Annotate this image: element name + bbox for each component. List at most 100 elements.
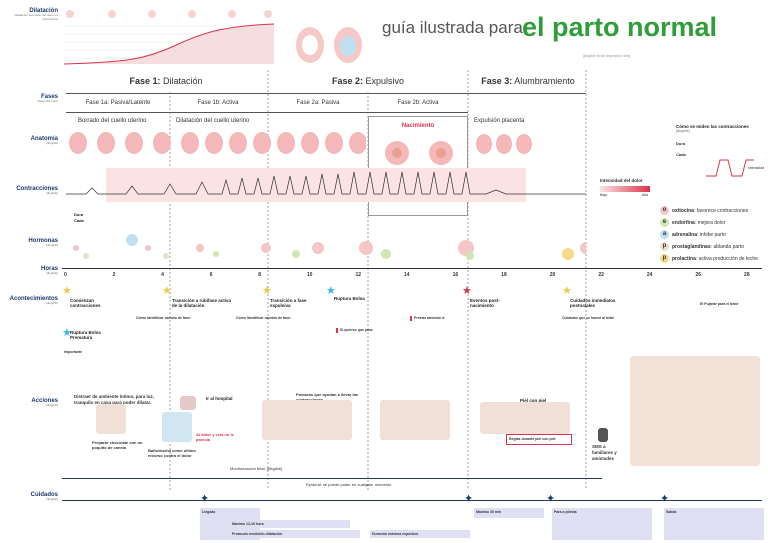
event-comienzan: Comienzan contracciones [70,298,101,308]
row-label-contracciones: Contracciones[illegible] [16,186,58,195]
row-label-cuidados: Cuidados[illegible] [30,492,58,501]
hour-tick: 16 [452,272,459,278]
action-distraer: Distraer de ambiente íntimo, para luz, t… [74,394,155,405]
row-label-anatomia: Anatomía[illegible] [30,136,58,145]
action-dolor: Al dolor y vela no le parecía [196,432,234,443]
star-icon: ★ [62,327,72,339]
hours-axis [62,268,762,269]
action-chocolate: Preparar chocolate con un poquito de can… [92,440,143,451]
bottom-line [62,478,602,479]
action-reglas: Reglas durante piel con piel [506,434,572,445]
illustration-birth [380,400,450,440]
hour-tick: 28 [744,272,750,278]
phase-2: Fase 2: Expulsivo [331,76,405,86]
star-icon: ★ [462,285,472,297]
care-note-3: Si quieres que pase [336,328,406,333]
star-icon: ✦ [200,493,210,505]
hour-tick: 6 [209,272,213,278]
anatomy-label-dilatacion: Dilatación del cuello uterino [176,118,250,124]
star-icon: ★ [162,285,172,297]
care-note-1: Cómo identificar cambio de fase: [136,316,192,320]
hour-tick: 8 [258,272,262,278]
bottom-duracion: Duración máxima expulsivo [370,530,470,538]
star-icon: ✦ [660,493,670,505]
subphase-2a: Fase 2a: Pasiva [296,100,340,106]
subphase-1b: Fase 1b: Activa [197,100,239,106]
event-ruptura-prematura: Ruptura Bolsa Prematura [70,330,101,340]
contractions-chart [66,164,586,206]
star-icon: ★ [326,285,336,297]
phase-3: Fase 3: Alumbramiento [481,76,575,86]
action-nutrition: Monitorización fetal: [illegible] [230,466,283,471]
care-note-7: El Pujante para el bebé [700,302,739,306]
subphase-2b: Fase 2b: Activa [397,100,439,106]
hormones-row [66,234,592,264]
row-label-acontecimientos: Acontecimientos[illegible] [9,296,58,305]
bottom-protocolo: Protocolo medición dilatación [230,530,360,538]
hormone-circle-a: a [660,230,669,239]
epidural-note: Epidural: se puede poder en cualquier mo… [306,482,392,487]
hour-tick: 2 [112,272,116,278]
pain-low: Baja [600,193,608,197]
bottom-maximo: Máximo 12-16 hora [230,520,350,528]
hour-tick: 22 [598,272,604,278]
anatomy-illustrations [66,130,367,156]
contraction-info: Cómo se miden las contracciones [illegib… [676,124,764,177]
placenta-illustrations [474,132,534,156]
event-transicion-expulsiva: Transición a fase expulsiva [270,298,307,308]
illustration-skin [480,402,570,434]
event-post-nacimiento: Eventos post-nacimiento [470,298,500,308]
row-label-acciones: Acciones[illegible] [31,398,58,407]
pain-label: Intensidad del dolor [600,178,643,183]
hour-tick: 24 [646,272,653,278]
uterus-illustration [290,20,370,70]
hour-tick: 0 [64,272,67,278]
event-ruptura-bolsa: Ruptura Bolsa [334,296,365,301]
pain-high: Alta [642,193,649,197]
illustration-bath [162,412,192,442]
hormone-circle-o: o [660,206,669,215]
action-piel-con-piel: Piel con piel [520,398,547,403]
action-sms: SMS a familiares y amistades [592,444,617,461]
intro-text: [illegible small description text] [583,54,631,58]
event-transicion-activa: Transición a rubifase activa de la dilat… [172,298,232,308]
illustration-breastfeeding [630,356,760,466]
row-label-hormonas: Hormonas[illegible] [28,238,58,247]
subphase-1a: Fase 1a: Pasiva/Latente [85,100,151,106]
action-hospital: Ir al hospital [206,396,233,401]
pain-gradient [600,186,650,192]
title-prefix: guía ilustrada para [382,18,523,37]
row-label-horas: Horas[illegible] [40,266,58,275]
hormone-circle-p2: p [660,254,669,263]
care-note-4: Prestar atención a [410,316,474,321]
care-timeline [62,500,762,501]
star-icon: ✦ [546,493,556,505]
action-posturas: Posturas que ayudan a llevar las contrac… [296,392,359,402]
care-note-6: Importante [64,350,83,354]
action-bano: Baño/ducha como último recurso contra el… [148,448,196,459]
hour-tick: 26 [695,272,702,278]
hour-tick: 12 [355,272,361,278]
dilatation-chart [63,6,275,66]
subphase-line [66,112,468,113]
hour-tick: 18 [501,272,507,278]
phase-line [66,93,586,94]
phone-icon [598,428,608,442]
hour-tick: 14 [404,272,410,278]
hour-tick: 10 [306,272,313,278]
bottom-planta: Para a pliesta [552,508,652,540]
contraction-cada-1: Cada [74,218,84,223]
hour-tick: 4 [161,272,164,278]
star-icon: ★ [562,285,572,297]
contraction-dura-1: Dura [74,212,84,217]
hospital-icon [180,396,196,410]
birth-label: Nacimiento [401,123,435,129]
star-icon: ★ [62,285,72,297]
event-cuidados-postnatales: Cuidados inmediatos postnatales [570,298,616,308]
